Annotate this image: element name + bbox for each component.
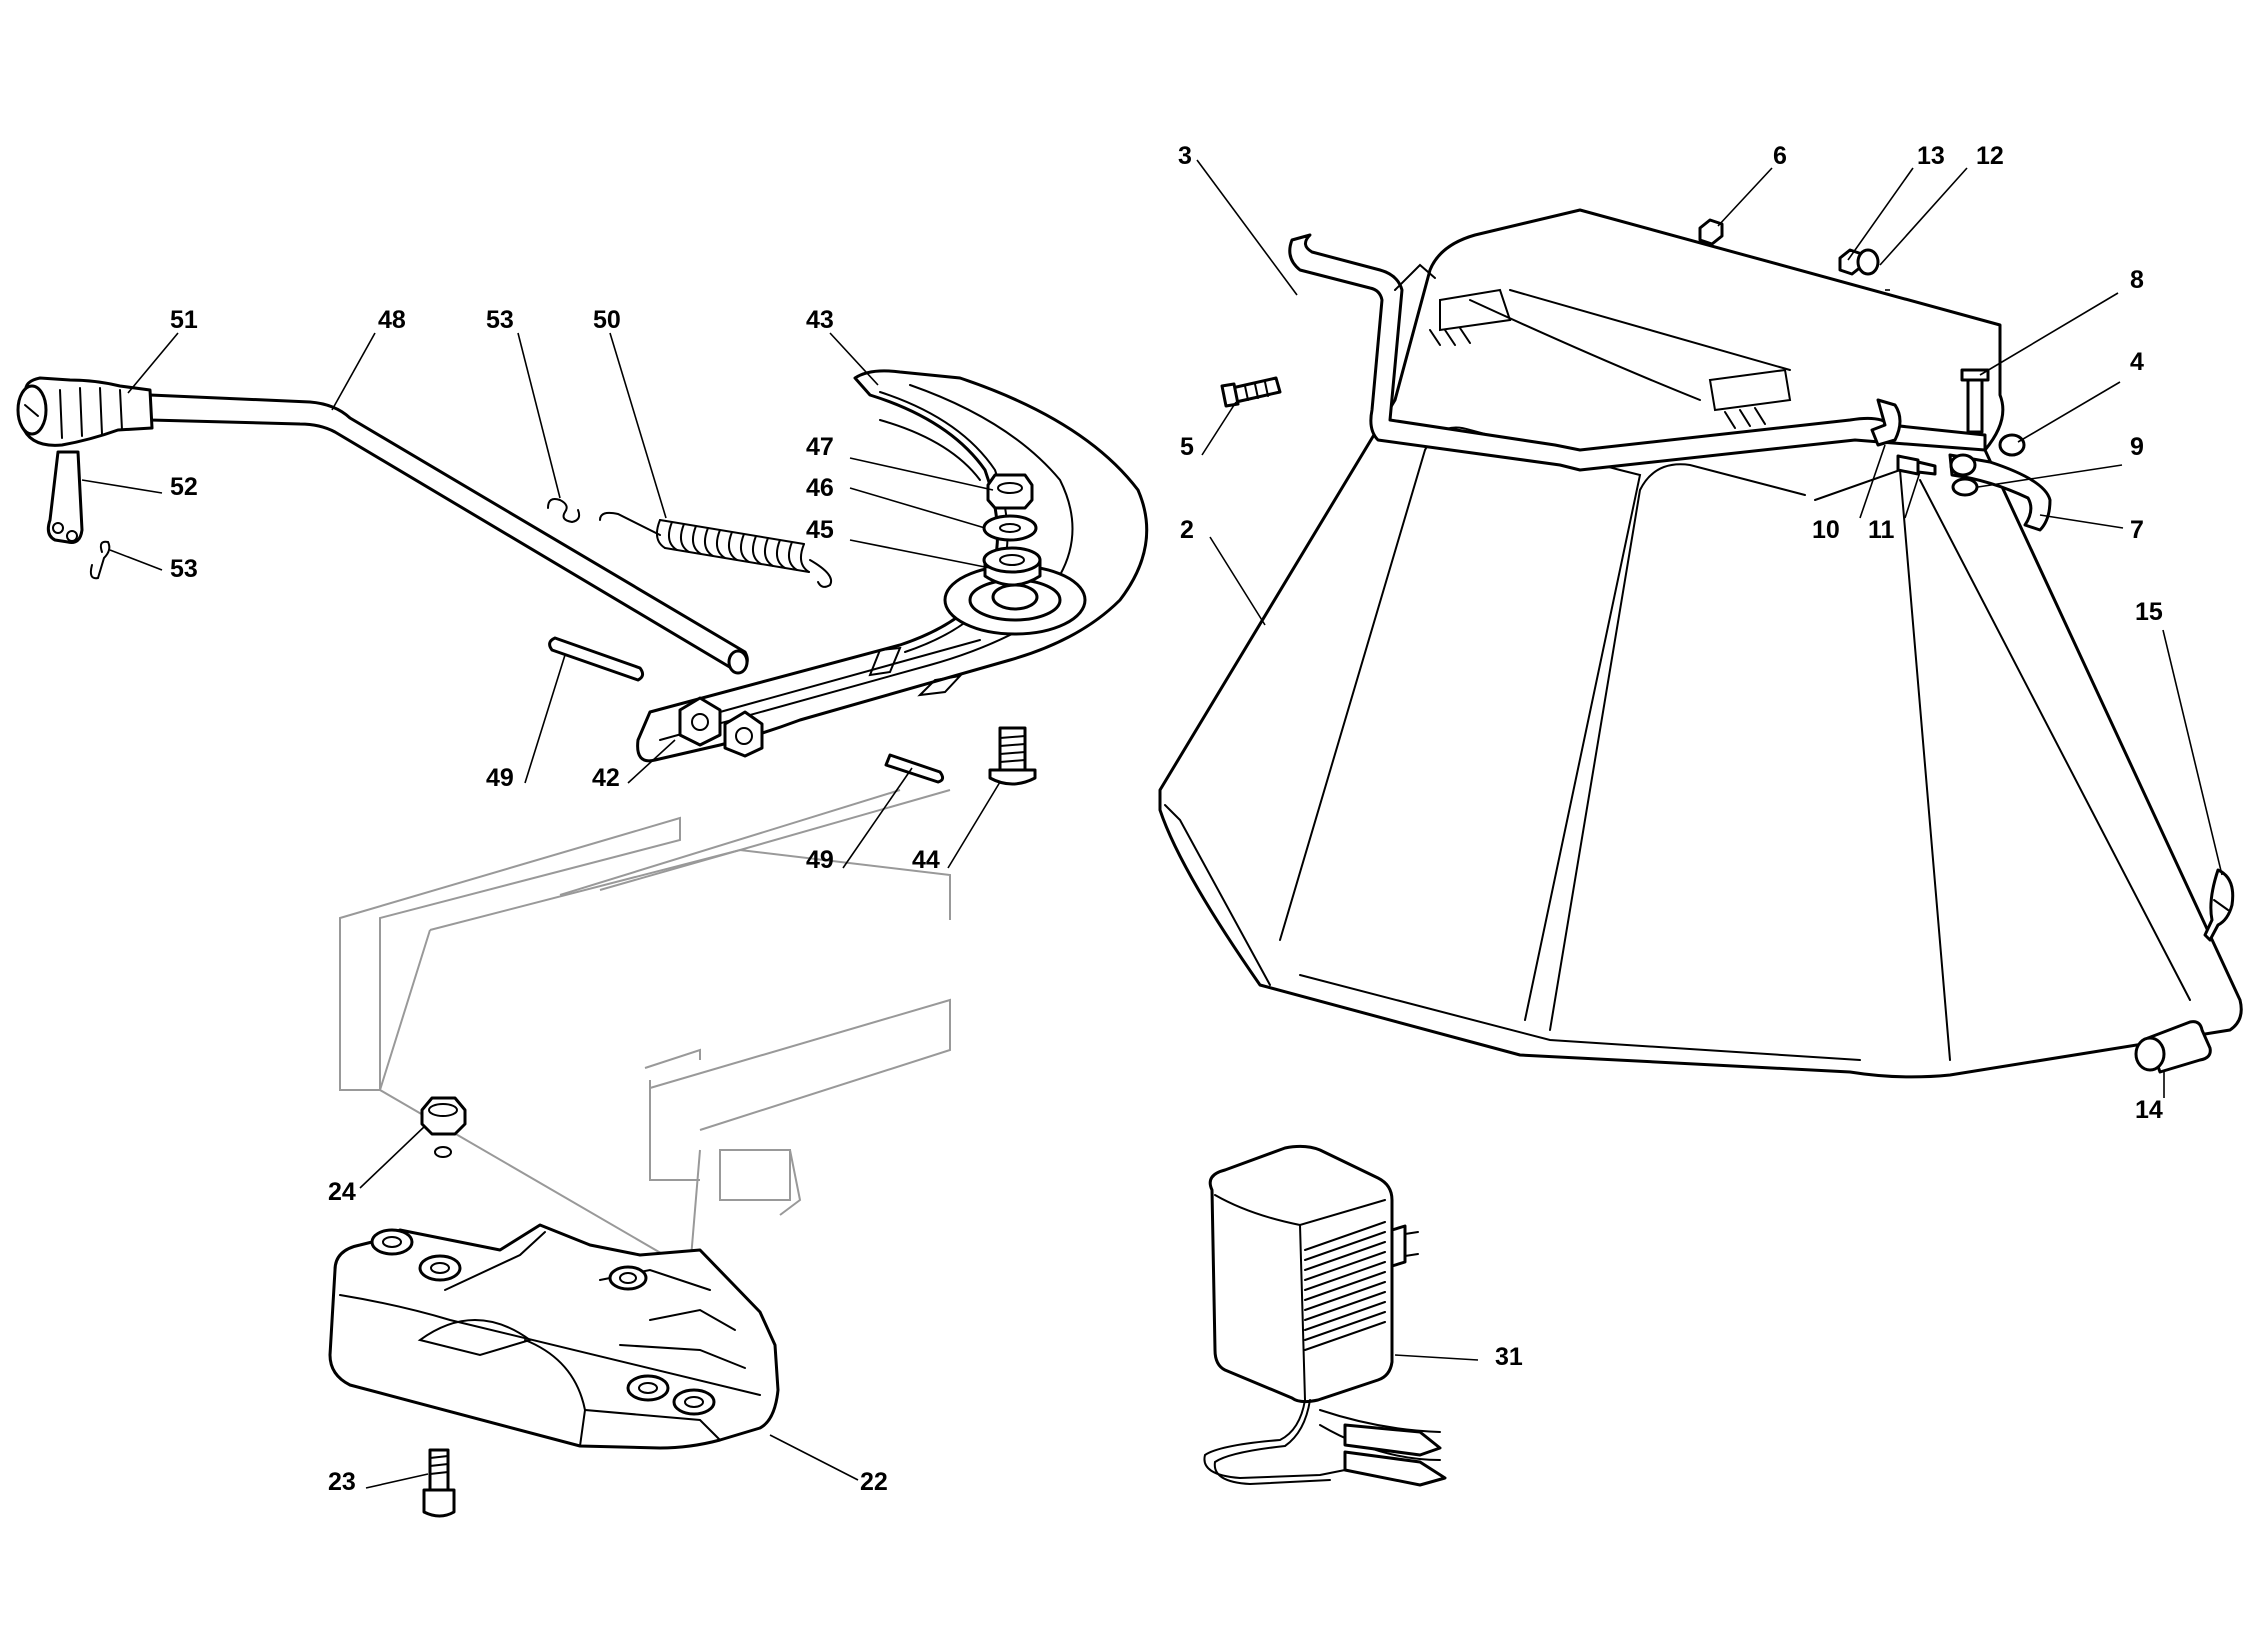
hinge-hook-7: [1948, 453, 2052, 532]
callout-8: 8: [2130, 266, 2144, 294]
charger-cable-and-clips: [1203, 1399, 1447, 1487]
bracket-plate: [636, 369, 1149, 763]
pivot-pin-lower: [884, 753, 945, 784]
screw-23: [422, 1448, 456, 1518]
lever-rod: [148, 393, 749, 675]
washer-nut-12-13: [1838, 248, 1880, 276]
callout-53-upper: 53: [486, 306, 514, 334]
callout-7: 7: [2130, 516, 2144, 544]
callout-3: 3: [1178, 142, 1192, 170]
callout-47: 47: [806, 433, 834, 461]
pivot-pin-upper: [548, 636, 645, 682]
callout-24: 24: [328, 1178, 356, 1206]
callout-2: 2: [1180, 516, 1194, 544]
lever-latch: [46, 450, 84, 544]
s-hook-upper: [547, 498, 581, 524]
callout-50: 50: [593, 306, 621, 334]
callout-45: 45: [806, 516, 834, 544]
nut-6: [1698, 218, 1724, 246]
callout-53-lower: 53: [170, 555, 198, 583]
callout-10: 10: [1812, 516, 1840, 544]
callout-49-left: 49: [486, 764, 514, 792]
battery-tray: [328, 1223, 780, 1450]
frame-outline: [339, 789, 951, 1272]
callout-46: 46: [806, 474, 834, 502]
carriage-bolt-44: [988, 726, 1037, 786]
callout-49-right: 49: [806, 846, 834, 874]
callout-14: 14: [2135, 1096, 2163, 1124]
callout-4: 4: [2130, 348, 2144, 376]
bolt-11: [1896, 454, 1937, 476]
callout-22: 22: [860, 1468, 888, 1496]
nut-47: [986, 473, 1034, 510]
catcher-body: [1158, 208, 2243, 1079]
washer-46: [982, 514, 1038, 542]
nut-24: [420, 1096, 467, 1158]
bolt-8: [1960, 368, 1990, 434]
cotter-pin-15: [2203, 868, 2235, 942]
callout-48: 48: [378, 306, 406, 334]
callout-labels: 51 48 53 50 43 47 46 45 52 53 49 42 49 4…: [170, 142, 2163, 1496]
tray-bosses: [370, 1228, 716, 1416]
catcher-frame-tube: [1288, 233, 1987, 472]
battery-charger: [1208, 1144, 1419, 1404]
callout-13: 13: [1917, 142, 1945, 170]
callout-52: 52: [170, 473, 198, 501]
clamp-10: [1870, 398, 1902, 447]
callout-6: 6: [1773, 142, 1787, 170]
hinge-pin-14: [2134, 1020, 2212, 1074]
callout-12: 12: [1976, 142, 2004, 170]
callout-43: 43: [806, 306, 834, 334]
spacer-45: [982, 546, 1042, 587]
hair-clip-lower: [89, 540, 111, 580]
bracket-ears: [678, 696, 764, 758]
nut-9: [1951, 477, 1979, 497]
callout-42: 42: [592, 764, 620, 792]
callout-44: 44: [912, 846, 940, 874]
lever-grip: [16, 376, 154, 447]
callout-15: 15: [2135, 598, 2163, 626]
callout-11: 11: [1868, 516, 1895, 544]
end-cap-4: [1998, 433, 2026, 457]
leader-lines: [81, 159, 2223, 1489]
bolt-5: [1220, 376, 1282, 408]
tension-spring: [599, 511, 832, 588]
callout-5: 5: [1180, 433, 1194, 461]
callout-9: 9: [2130, 433, 2144, 461]
callout-51: 51: [170, 306, 198, 334]
callout-23: 23: [328, 1468, 356, 1496]
callout-31: 31: [1495, 1343, 1523, 1371]
